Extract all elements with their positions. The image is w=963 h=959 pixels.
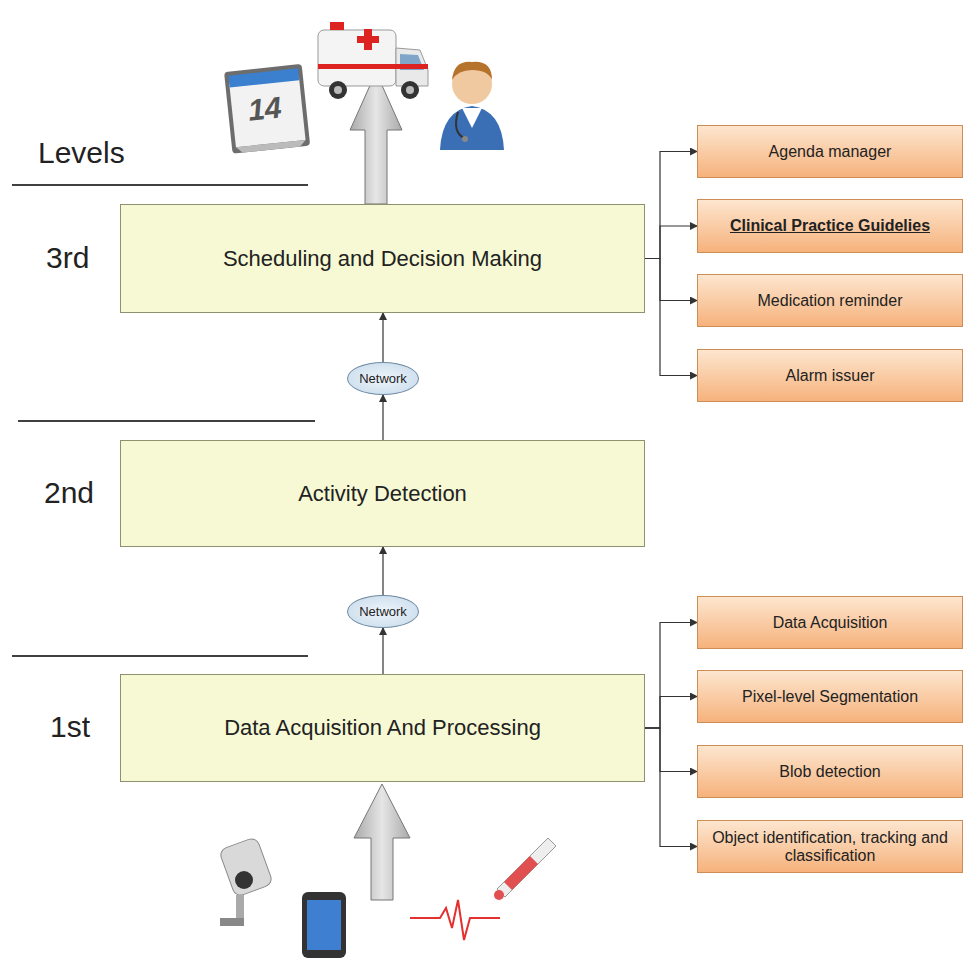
ambulance-icon bbox=[318, 22, 428, 99]
module-box: Object identification, tracking and clas… bbox=[697, 820, 963, 873]
level-box: Data Acquisition And Processing bbox=[120, 674, 645, 782]
level-number: 2nd bbox=[44, 476, 94, 510]
connector bbox=[645, 226, 697, 259]
connector bbox=[645, 728, 697, 772]
separator bbox=[18, 420, 315, 422]
node-text: Medication reminder bbox=[758, 292, 903, 310]
separator bbox=[12, 184, 308, 186]
node-text: Activity Detection bbox=[298, 481, 467, 507]
thermometer-icon bbox=[494, 838, 556, 900]
connector bbox=[645, 259, 697, 301]
calendar-icon bbox=[224, 64, 310, 154]
node-text: Pixel-level Segmentation bbox=[742, 688, 918, 706]
phone-icon bbox=[302, 892, 346, 958]
module-box: Blob detection bbox=[697, 745, 963, 798]
module-box: Clinical Practice Guidelies bbox=[697, 199, 963, 253]
node-text: Object identification, tracking and clas… bbox=[704, 829, 956, 865]
network-ellipse: Network bbox=[347, 595, 419, 628]
connector bbox=[645, 697, 697, 729]
module-box: Alarm issuer bbox=[697, 349, 963, 402]
level-box: Activity Detection bbox=[120, 440, 645, 547]
connector bbox=[382, 547, 383, 595]
node-text: Blob detection bbox=[779, 763, 880, 781]
level-box: Scheduling and Decision Making bbox=[120, 204, 645, 313]
connector bbox=[382, 313, 383, 362]
module-box: Data Acquisition bbox=[697, 596, 963, 649]
connector bbox=[382, 628, 383, 674]
level-number: 1st bbox=[50, 710, 90, 744]
ecg-signal bbox=[410, 900, 500, 940]
node-text: Network bbox=[359, 371, 407, 386]
level-heading: Levels bbox=[38, 136, 125, 170]
level-number: 3rd bbox=[46, 241, 89, 275]
connector bbox=[645, 259, 697, 376]
input-arrow bbox=[354, 784, 410, 900]
node-text: Clinical Practice Guidelies bbox=[730, 217, 930, 235]
connector bbox=[645, 152, 697, 259]
node-text: Alarm issuer bbox=[786, 367, 875, 385]
node-text: Data Acquisition bbox=[773, 614, 888, 632]
output-arrow bbox=[350, 72, 402, 204]
network-ellipse: Network bbox=[347, 362, 419, 395]
separator bbox=[12, 655, 308, 657]
node-text: Scheduling and Decision Making bbox=[223, 246, 542, 272]
doctor-icon bbox=[440, 62, 504, 150]
connector bbox=[645, 728, 697, 847]
connector bbox=[645, 623, 697, 729]
calendar-day: 14 bbox=[246, 90, 283, 127]
connector bbox=[382, 395, 383, 440]
node-text: Agenda manager bbox=[769, 143, 892, 161]
module-box: Pixel-level Segmentation bbox=[697, 670, 963, 723]
module-box: Agenda manager bbox=[697, 125, 963, 178]
module-box: Medication reminder bbox=[697, 274, 963, 327]
camera-icon bbox=[219, 837, 274, 926]
node-text: Data Acquisition And Processing bbox=[224, 715, 541, 741]
node-text: Network bbox=[359, 604, 407, 619]
